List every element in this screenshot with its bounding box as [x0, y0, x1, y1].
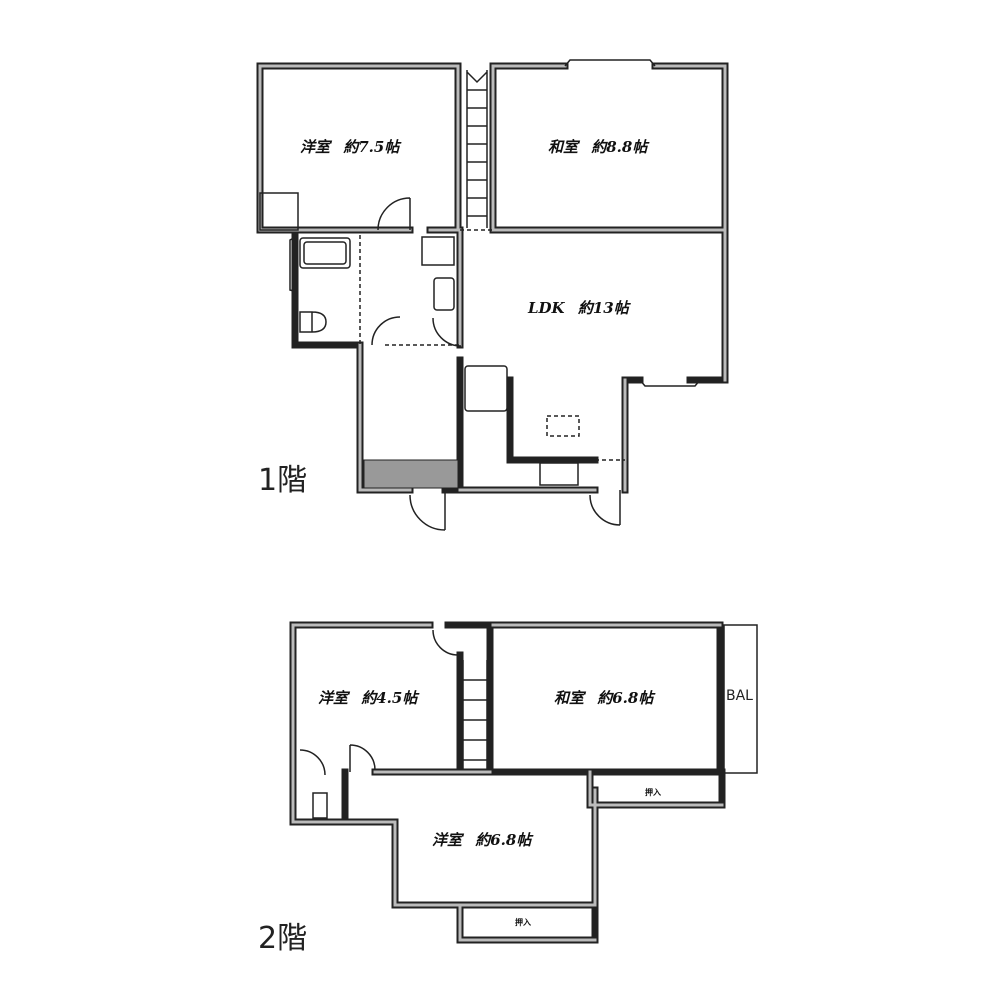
room-label: 洋室 約7.5帖: [300, 138, 402, 156]
floor1-walls: [256, 62, 729, 494]
toilet-icon: [312, 792, 328, 819]
floor1-fixtures: [259, 59, 701, 531]
floor-label: 2階: [258, 921, 307, 956]
door-swing: [409, 490, 621, 531]
room-label: LDK 約13帖: [527, 299, 632, 317]
floor2-walls: [289, 621, 758, 944]
bathtub-icon: [299, 237, 351, 269]
floor1-labels: 洋室 約7.5帖 和室 約8.8帖 LDK 約13帖 1階: [258, 138, 650, 498]
room-label: 洋室 約6.8帖: [432, 831, 534, 849]
floor2-labels: 洋室 約4.5帖 和室 約6.8帖 洋室 約6.8帖 押入 押入 BAL 2階: [258, 688, 753, 956]
door-swing: [371, 316, 462, 347]
closet-label: 押入: [515, 917, 531, 927]
stove-icon: [539, 462, 579, 486]
room-label: 和室 約8.8帖: [548, 138, 650, 156]
room-label: 洋室 約4.5帖: [318, 689, 420, 707]
staircase-icon: [462, 660, 488, 770]
dashed-lines: [359, 229, 625, 461]
window-icon: [289, 59, 701, 387]
balcony-rail: [723, 624, 758, 774]
door-swing: [299, 629, 459, 776]
washbasin-icon: [433, 277, 455, 311]
toilet-icon: [299, 311, 327, 333]
staircase-icon: [466, 70, 488, 228]
genkan-tile: [363, 459, 459, 489]
table-icon: [546, 415, 580, 437]
closet-box: [259, 192, 299, 231]
sink-icon: [464, 365, 508, 412]
door-swing: [377, 197, 411, 231]
room-label: 和室 約6.8帖: [554, 689, 656, 707]
washer-space-icon: [421, 236, 455, 266]
balcony-label: BAL: [726, 688, 753, 704]
closet-label: 押入: [645, 787, 661, 797]
floor2-fixtures: [299, 629, 488, 819]
floor-label: 1階: [258, 463, 307, 498]
